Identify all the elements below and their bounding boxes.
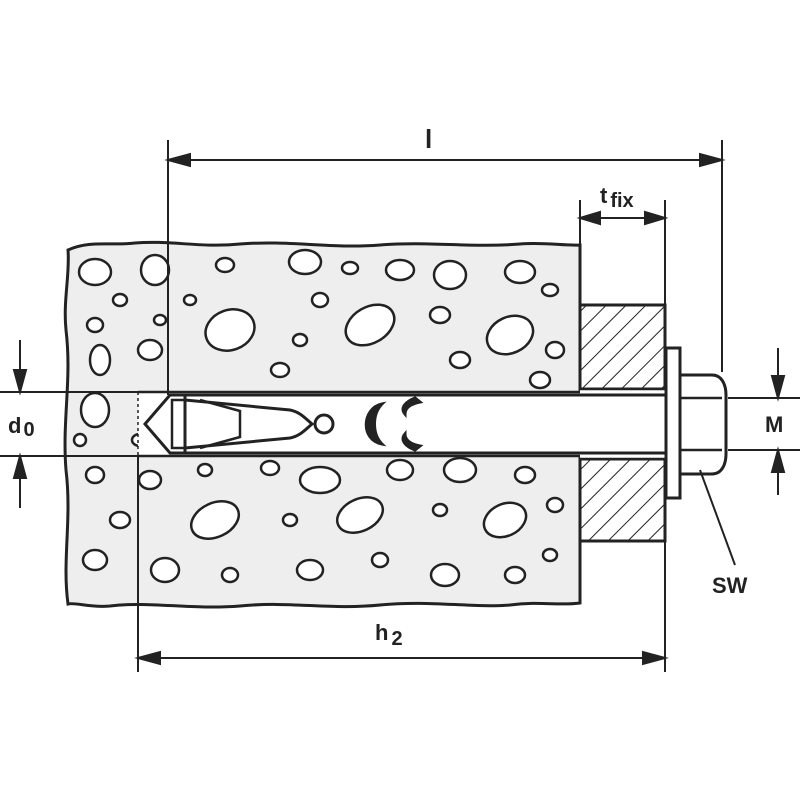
label-thread-size: M — [765, 412, 783, 437]
dimension-length — [164, 140, 726, 395]
hex-nut — [678, 373, 728, 476]
anchor-bolt — [143, 393, 717, 455]
label-wrench-size: SW — [712, 573, 748, 598]
leader-wrench-size — [699, 469, 736, 566]
anchor-rod — [183, 393, 717, 455]
dimension-drill-depth — [134, 456, 669, 672]
dimension-hole-diameter — [0, 340, 140, 508]
dimension-fixture-thickness — [576, 200, 669, 305]
aggregate-stones — [72, 248, 566, 588]
washer — [664, 346, 682, 500]
dimension-thread — [728, 348, 800, 495]
washer-and-nut — [664, 346, 728, 500]
label-length: l — [425, 124, 432, 154]
